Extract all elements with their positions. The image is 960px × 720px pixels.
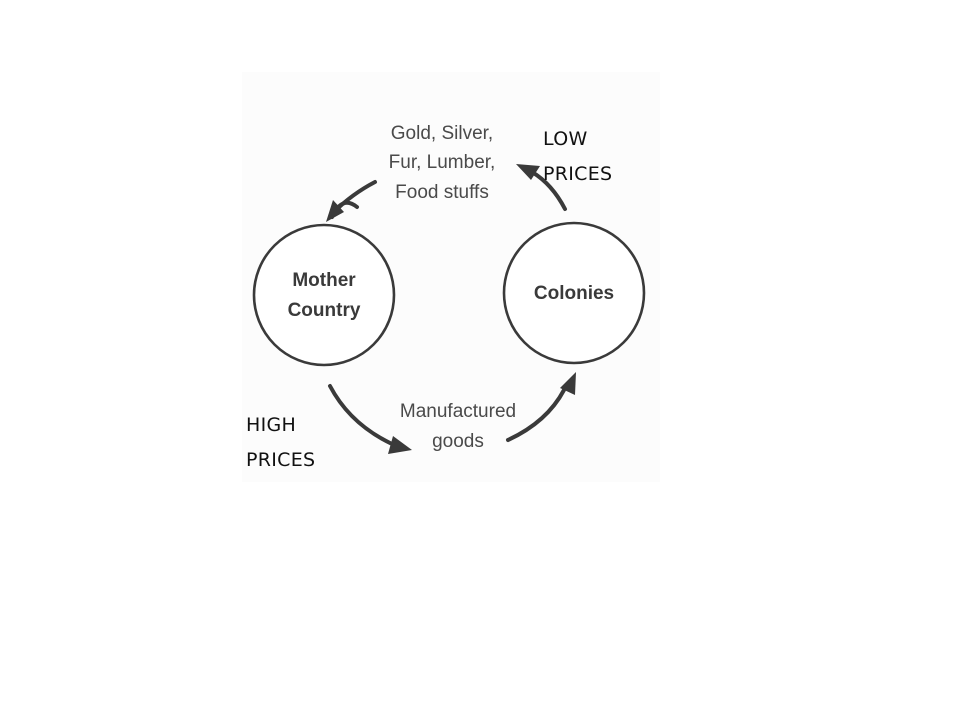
mother-country-label-line1: Mother (292, 270, 356, 291)
low-prices-line1: LOW (543, 128, 588, 150)
colonies-circle (502, 221, 646, 365)
cycle-diagram-svg: Mother Country Colonies Gold, Silver, Fu… (252, 123, 646, 454)
raw-materials-label-line1: Gold, Silver, (391, 123, 493, 144)
low-prices-annotation: LOW PRICES (543, 122, 612, 192)
raw-materials-label-line2: Fur, Lumber, (389, 152, 496, 173)
high-prices-line1: HIGH (246, 414, 297, 436)
top-right-arrow-stroke (530, 170, 567, 211)
top-right-arrowhead-icon (516, 164, 540, 180)
high-prices-line2: PRICES (246, 449, 316, 471)
manufactured-goods-label-line2: goods (432, 431, 484, 452)
manufactured-goods-label-line1: Manufactured (400, 401, 516, 422)
raw-materials-label-line3: Food stuffs (395, 182, 489, 203)
mother-country-label-line2: Country (288, 300, 361, 321)
top-left-arrowhead-icon (326, 200, 344, 222)
mother-country-circle (252, 223, 396, 367)
high-prices-annotation: HIGH PRICES (246, 408, 315, 478)
bottom-right-arrow-stroke (506, 388, 566, 442)
low-prices-line2: PRICES (543, 163, 613, 185)
bottom-right-arrowhead-icon (560, 372, 576, 395)
mercantilism-diagram: Mother Country Colonies Gold, Silver, Fu… (242, 72, 660, 482)
bottom-left-arrow-stroke (328, 384, 394, 446)
bottom-left-arrowhead-icon (388, 436, 412, 454)
colonies-label: Colonies (534, 283, 614, 304)
